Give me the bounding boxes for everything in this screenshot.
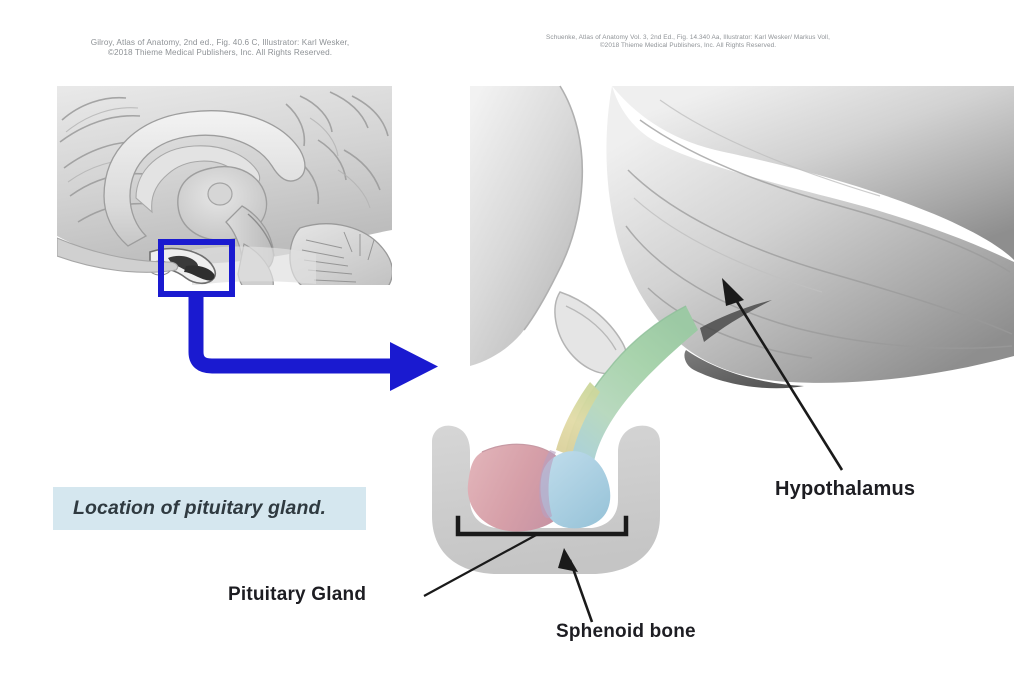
attribution-right-line1: Schuenke, Atlas of Anatomy Vol. 3, 2nd E… xyxy=(546,34,830,41)
sella-turcica xyxy=(432,425,660,574)
label-hypothalamus: Hypothalamus xyxy=(775,478,916,500)
highlight-box xyxy=(158,239,235,297)
attribution-left-line1: Gilroy, Atlas of Anatomy, 2nd ed., Fig. … xyxy=(90,38,350,47)
pituitary-detail-figure xyxy=(423,85,1014,623)
leader-line-hypothalamus xyxy=(722,278,844,471)
zoom-arrow xyxy=(188,296,438,391)
label-sphenoid-bone: Sphenoid bone xyxy=(556,621,696,642)
caption-box: Location of pituitary gland. xyxy=(53,487,366,530)
brain-inset-figure xyxy=(57,86,392,285)
leader-line-sphenoid xyxy=(558,548,594,623)
attribution-right: Schuenke, Atlas of Anatomy Vol. 3, 2nd E… xyxy=(470,34,906,50)
posterior-pituitary-lobe xyxy=(540,451,611,529)
leader-line-pituitary xyxy=(423,533,539,597)
caption-text: Location of pituitary gland. xyxy=(73,497,327,519)
attribution-left: Gilroy, Atlas of Anatomy, 2nd ed., Fig. … xyxy=(22,38,418,59)
attribution-left-line2: ©2018 Thieme Medical Publishers, Inc. Al… xyxy=(107,48,333,58)
attribution-right-line2: ©2018 Thieme Medical Publishers, Inc. Al… xyxy=(599,42,777,49)
label-pituitary-gland: Pituitary Gland xyxy=(228,584,367,605)
pituitary-bracket xyxy=(455,515,629,537)
